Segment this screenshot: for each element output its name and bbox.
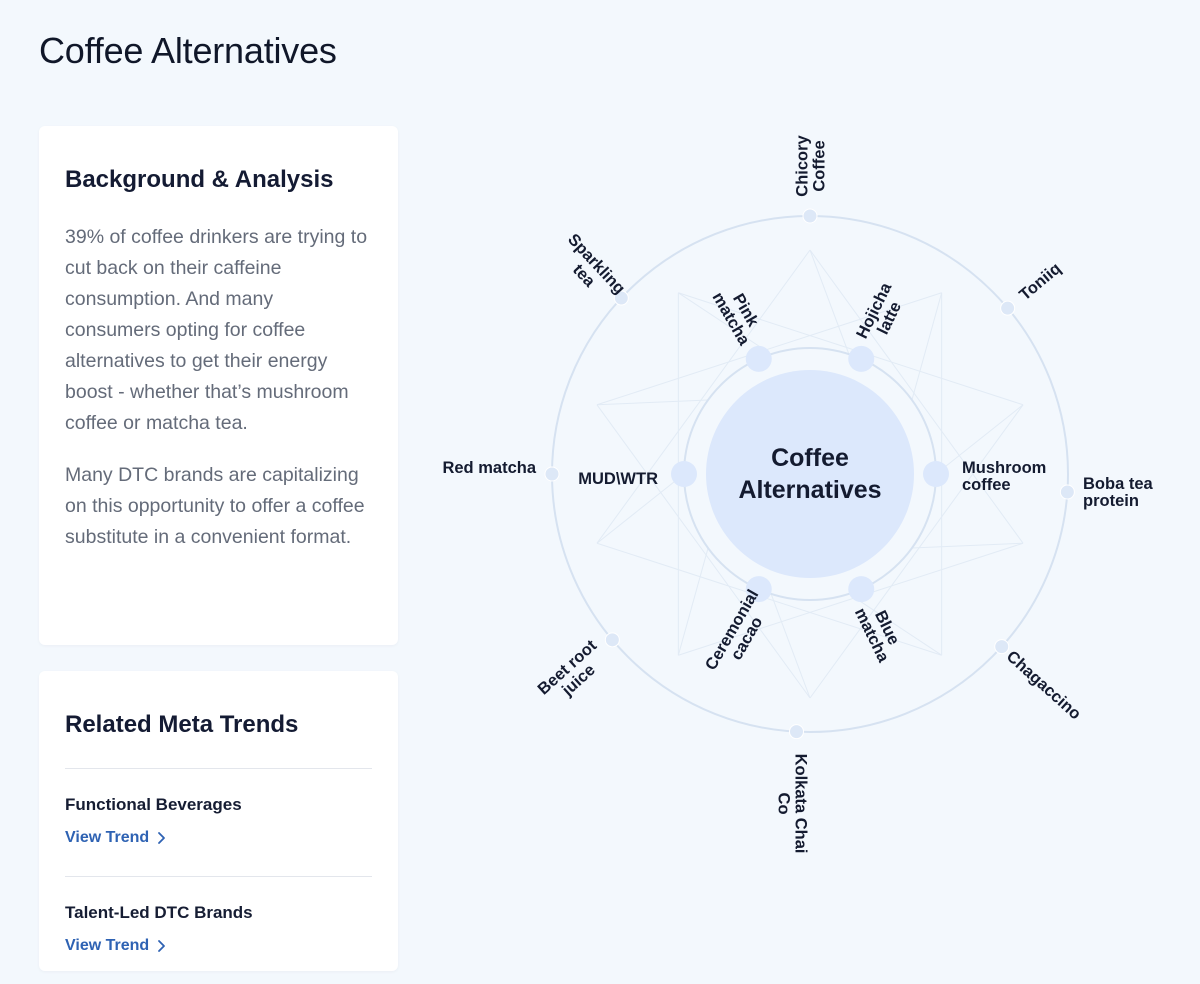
web-line bbox=[809, 249, 850, 355]
node-label-line: Chagaccino bbox=[1003, 647, 1085, 723]
node-label-line: protein bbox=[1083, 492, 1139, 510]
inner-node-label-blue-matcha: Bluematcha bbox=[851, 598, 908, 666]
outer-node-label-chicory-coffee: ChicoryCoffee bbox=[793, 134, 828, 196]
view-trend-label: View Trend bbox=[65, 937, 150, 954]
outer-node-label-chagaccino: Chagaccino bbox=[1003, 647, 1085, 723]
web-line bbox=[596, 404, 811, 699]
web-line bbox=[848, 593, 942, 656]
background-analysis-card: Background & Analysis 39% of coffee drin… bbox=[39, 126, 398, 645]
node-label-line: Co bbox=[774, 793, 792, 815]
outer-node-chagaccino[interactable] bbox=[994, 639, 1010, 655]
inner-node-hojicha-latte[interactable] bbox=[848, 345, 875, 372]
page-title: Coffee Alternatives bbox=[39, 30, 337, 71]
analysis-paragraph: Many DTC brands are capitalizing on this… bbox=[65, 464, 365, 548]
inner-node-mudwtr[interactable] bbox=[671, 461, 697, 487]
center-circle bbox=[706, 370, 914, 578]
web-line bbox=[678, 292, 772, 355]
outer-node-beet-root-juice[interactable] bbox=[604, 632, 620, 648]
web-line bbox=[678, 542, 1024, 656]
analysis-body: 39% of coffee drinkers are trying to cut… bbox=[65, 222, 371, 574]
outer-node-boba-tea-protein[interactable] bbox=[1059, 484, 1075, 500]
view-trend-label: View Trend bbox=[65, 829, 150, 846]
web-line bbox=[596, 399, 709, 406]
node-label-line: Coffee bbox=[810, 140, 828, 191]
web-line bbox=[596, 542, 942, 656]
outer-node-red-matcha[interactable] bbox=[544, 466, 560, 482]
chevron-right-icon bbox=[158, 832, 166, 844]
outer-node-label-red-matcha: Red matcha bbox=[442, 459, 536, 477]
chevron-right-icon bbox=[158, 940, 166, 952]
inner-node-blue-matcha[interactable] bbox=[848, 576, 875, 603]
web-line bbox=[809, 404, 1024, 699]
web-line bbox=[596, 473, 685, 544]
node-label-line: Kolkata Chai bbox=[791, 754, 809, 854]
node-label-line: Chicory bbox=[793, 134, 811, 196]
inner-node-mushroom-coffee[interactable] bbox=[923, 461, 949, 487]
analysis-heading: Background & Analysis bbox=[65, 166, 334, 193]
node-label-line: MUD\WTR bbox=[578, 470, 658, 488]
outer-node-label-kolkata-chai-co: Kolkata ChaiCo bbox=[774, 754, 809, 854]
web-line bbox=[677, 547, 709, 656]
node-label-line: Sparkling bbox=[564, 230, 628, 297]
inner-node-label-ceremonial-cacao: Ceremonialcacao bbox=[702, 587, 777, 682]
node-label-line: Mushroom bbox=[962, 459, 1046, 477]
web-line bbox=[911, 292, 943, 401]
inner-node-ceremonial-cacao[interactable] bbox=[745, 576, 772, 603]
inner-node-pink-matcha[interactable] bbox=[745, 345, 772, 372]
web-line bbox=[596, 249, 811, 544]
center-label-line: Alternatives bbox=[738, 476, 881, 504]
inner-node-label-pink-matcha: Pinkmatcha bbox=[709, 281, 769, 349]
web-line bbox=[809, 249, 1024, 544]
trend-name: Talent-Led DTC Brands bbox=[65, 903, 253, 922]
outer-node-label-beet-root-juice: Beet rootjuice bbox=[534, 636, 612, 711]
related-trend-item: Functional Beverages View Trend bbox=[65, 768, 372, 876]
web-line bbox=[678, 292, 1024, 406]
outer-node-toniiq[interactable] bbox=[1000, 300, 1016, 316]
outer-node-label-toniiq: Toniiq bbox=[1016, 259, 1065, 304]
outer-node-chicory-coffee[interactable] bbox=[802, 208, 818, 224]
inner-node-label-hojicha-latte: Hojichalatte bbox=[853, 279, 911, 349]
outer-node-sparkling-tea[interactable] bbox=[613, 290, 629, 306]
related-heading: Related Meta Trends bbox=[65, 711, 299, 738]
web-line bbox=[770, 593, 811, 699]
inner-node-label-mudwtr: MUD\WTR bbox=[578, 470, 658, 488]
node-label-line: Red matcha bbox=[442, 459, 536, 477]
web-line bbox=[596, 292, 942, 406]
web-line bbox=[911, 542, 1024, 549]
analysis-paragraph: 39% of coffee drinkers are trying to cut… bbox=[65, 226, 368, 434]
center-label-line: Coffee bbox=[771, 444, 849, 472]
view-trend-link[interactable]: View Trend bbox=[65, 829, 166, 847]
trend-name: Functional Beverages bbox=[65, 795, 242, 814]
node-label-line: Boba tea bbox=[1083, 475, 1154, 493]
node-label-line: Toniiq bbox=[1016, 259, 1065, 304]
view-trend-link[interactable]: View Trend bbox=[65, 937, 166, 955]
web-line bbox=[935, 404, 1024, 475]
node-label-line: coffee bbox=[962, 476, 1011, 494]
outer-node-kolkata-chai-co[interactable] bbox=[788, 724, 804, 740]
